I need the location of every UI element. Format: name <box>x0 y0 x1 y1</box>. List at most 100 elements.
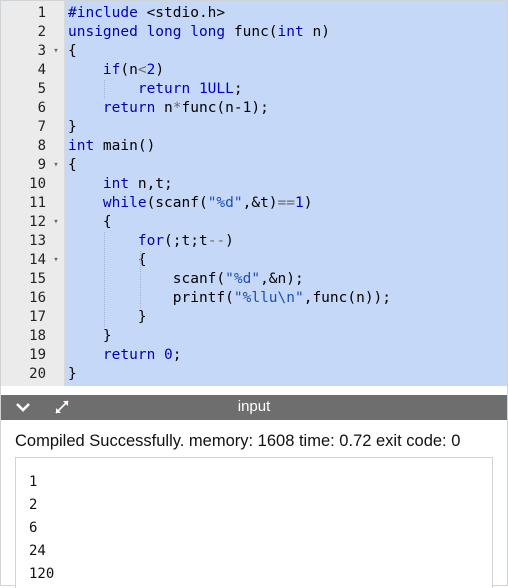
code-line[interactable]: 11 while(scanf("%d",&t)==1) <box>1 194 507 213</box>
code-token: n) <box>303 24 330 40</box>
code-line[interactable]: 10 int n,t; <box>1 175 507 194</box>
code-token: "%d" <box>207 195 243 211</box>
code-line[interactable]: 15 scanf("%d",&n); <box>1 270 507 289</box>
line-number: 3 <box>37 43 46 59</box>
code-token <box>68 81 138 97</box>
code-text: } <box>68 118 77 137</box>
chevron-down-icon[interactable] <box>13 398 33 417</box>
code-line[interactable]: 20} <box>1 365 507 384</box>
code-token: ; <box>233 81 243 97</box>
expand-arrows-icon[interactable] <box>52 398 72 417</box>
code-text: #include <stdio.h> <box>68 4 225 23</box>
fold-toggle-icon[interactable]: ▾ <box>53 46 59 56</box>
code-token: ) <box>303 195 313 211</box>
code-token: main() <box>102 138 156 154</box>
code-token: == <box>277 195 295 211</box>
code-text: { <box>68 42 77 61</box>
code-token: 1 <box>295 195 304 211</box>
code-token <box>68 62 103 78</box>
code-token: unsigned long long <box>68 24 234 40</box>
code-token <box>68 100 103 116</box>
code-text: printf("%llu\n",func(n)); <box>68 289 391 308</box>
code-token: { <box>68 214 112 230</box>
output-line: 120 <box>29 566 55 582</box>
line-number: 14 <box>29 252 46 268</box>
code-token: "%llu\n" <box>233 290 304 306</box>
line-number: 10 <box>29 176 46 192</box>
code-token: int <box>277 24 304 40</box>
line-number: 12 <box>29 214 46 230</box>
output-line: 24 <box>29 543 46 559</box>
code-token: int <box>102 176 138 192</box>
code-token: * <box>172 100 182 116</box>
code-token: ) <box>155 62 165 78</box>
line-number: 19 <box>29 347 46 363</box>
fold-toggle-icon[interactable]: ▾ <box>53 160 59 170</box>
code-line[interactable]: 18 } <box>1 327 507 346</box>
code-token <box>68 195 103 211</box>
line-number: 15 <box>29 271 46 287</box>
output-panel[interactable]: 1 2 6 24 120 <box>15 457 493 588</box>
code-token: int <box>68 138 103 154</box>
code-line[interactable]: 4 if(n<2) <box>1 61 507 80</box>
code-token <box>68 233 138 249</box>
code-text: { <box>68 156 77 175</box>
code-text: while(scanf("%d",&t)==1) <box>68 194 313 213</box>
code-line[interactable]: 13 for(;t;t--) <box>1 232 507 251</box>
code-text: return n*func(n-1); <box>68 99 269 118</box>
code-token: ) <box>225 233 234 249</box>
code-line[interactable]: 1#include <stdio.h> <box>1 4 507 23</box>
code-token: printf( <box>68 290 234 306</box>
code-token: 2 <box>146 62 156 78</box>
code-text: if(n<2) <box>68 61 164 80</box>
code-token: return <box>102 100 165 116</box>
code-token: func(n-1); <box>181 100 269 116</box>
code-token: 1ULL <box>198 81 234 97</box>
indent-guide <box>104 80 105 99</box>
console-title: input <box>237 398 271 415</box>
code-token: (n <box>120 62 138 78</box>
code-text: { <box>68 213 112 232</box>
code-line[interactable]: 7} <box>1 118 507 137</box>
code-token <box>68 176 103 192</box>
code-line[interactable]: 12 ▾ { <box>1 213 507 232</box>
code-line[interactable]: 16 printf("%llu\n",func(n)); <box>1 289 507 308</box>
line-number: 6 <box>37 100 46 116</box>
code-token: < <box>137 62 147 78</box>
code-token <box>68 347 103 363</box>
code-text: } <box>68 365 77 384</box>
console-header: input <box>1 395 507 420</box>
code-token: return <box>102 347 165 363</box>
line-number: 8 <box>37 138 46 154</box>
code-token: <stdio.h> <box>146 5 226 21</box>
code-line[interactable]: 9 ▾ { <box>1 156 507 175</box>
code-token: } <box>68 309 147 325</box>
fold-toggle-icon[interactable]: ▾ <box>53 255 59 265</box>
code-line[interactable]: 8 int main() <box>1 137 507 156</box>
code-line[interactable]: 14▾ { <box>1 251 507 270</box>
code-line[interactable]: 3 ▾ { <box>1 42 507 61</box>
line-number: 11 <box>29 195 46 211</box>
code-text: unsigned long long func(int n) <box>68 23 330 42</box>
code-line[interactable]: 17 } <box>1 308 507 327</box>
line-number: 17 <box>29 309 46 325</box>
code-line[interactable]: 5 return 1ULL; <box>1 80 507 99</box>
code-line[interactable]: 19 return 0; <box>1 346 507 365</box>
code-token: "%d" <box>225 271 261 287</box>
line-number: 9 <box>37 157 46 173</box>
code-text: int n,t; <box>68 175 173 194</box>
line-number-gutter <box>1 1 65 386</box>
output-line: 1 <box>29 474 38 490</box>
code-token: { <box>68 43 77 59</box>
output-line: 2 <box>29 497 38 513</box>
code-token: ,&t) <box>242 195 278 211</box>
line-number: 13 <box>29 233 46 249</box>
code-text: return 1ULL; <box>68 80 243 99</box>
code-text: int main() <box>68 137 155 156</box>
fold-toggle-icon[interactable]: ▾ <box>53 217 59 227</box>
compile-status: Compiled Successfully. memory: 1608 time… <box>15 432 461 450</box>
code-text: } <box>68 327 112 346</box>
code-line[interactable]: 6 return n*func(n-1); <box>1 99 507 118</box>
